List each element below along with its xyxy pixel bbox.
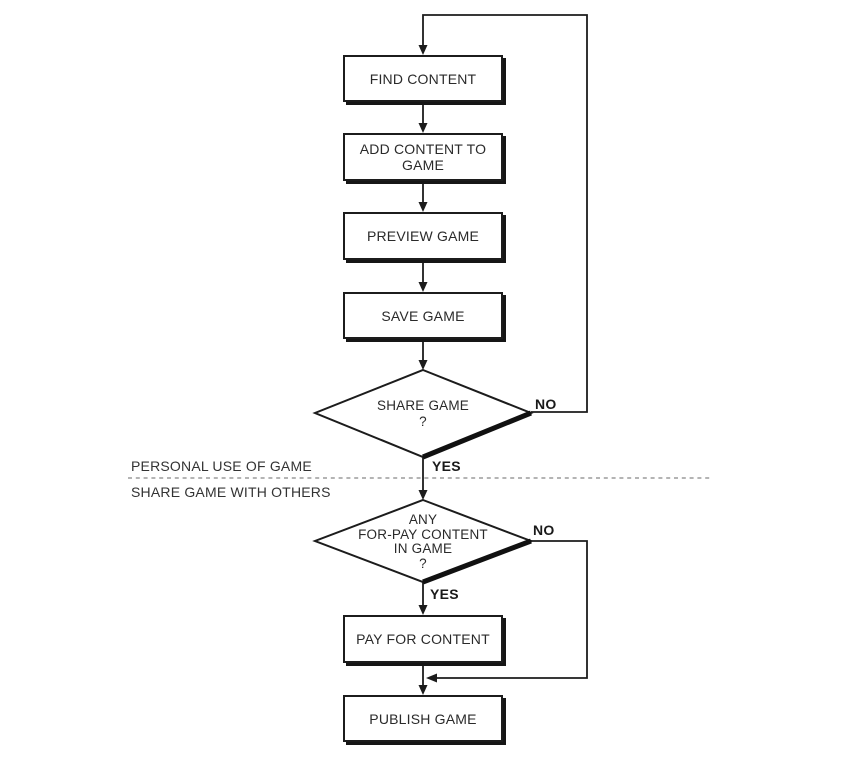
forpay-no-label: NO — [533, 522, 555, 538]
share-decision-diamond-shadow-edge — [422, 410, 532, 460]
node-add-content-to-game: ADD CONTENT TO GAME — [343, 133, 503, 181]
share-decision-line-2: ? — [419, 414, 427, 429]
node-publish-game: PUBLISH GAME — [343, 695, 503, 742]
node-publish-game-label: PUBLISH GAME — [369, 710, 477, 727]
forpay-yes-label: YES — [430, 586, 459, 602]
arrowhead-into-save-game — [418, 282, 428, 292]
node-pay-for-content: PAY FOR CONTENT — [343, 615, 503, 663]
arrowhead-into-add-content — [418, 123, 428, 133]
node-save-game-label: SAVE GAME — [381, 307, 465, 324]
node-add-content-line-2: GAME — [401, 157, 445, 173]
node-preview-game-label: PREVIEW GAME — [366, 228, 480, 244]
arrowhead-into-pay-for-content — [418, 605, 428, 615]
forpay-decision-line-3: IN GAME — [393, 541, 453, 556]
edge-forpay-no — [437, 540, 588, 679]
share-no-label: NO — [535, 396, 557, 412]
forpay-decision-text: ANY FOR-PAY CONTENT IN GAME ? — [315, 502, 531, 582]
divider-below-label: SHARE GAME WITH OTHERS — [131, 484, 331, 500]
share-decision-text: SHARE GAME ? — [315, 372, 531, 456]
arrowhead-into-share-decision — [418, 360, 428, 370]
node-preview-game: PREVIEW GAME — [343, 212, 503, 260]
node-add-content-line-1: ADD CONTENT TO — [359, 141, 487, 157]
arrowhead-into-preview-game — [418, 202, 428, 212]
divider-above-label: PERSONAL USE OF GAME — [131, 458, 312, 474]
arrowhead-into-find-content — [418, 45, 428, 55]
arrowhead-into-forpay-decision — [418, 490, 428, 500]
edge-share-no-loop — [422, 14, 588, 413]
share-yes-label: YES — [432, 458, 461, 474]
forpay-decision-line-1: ANY — [408, 512, 438, 527]
forpay-decision-diamond-shadow-edge — [422, 538, 532, 585]
node-find-content-label: FIND CONTENT — [369, 70, 477, 87]
forpay-decision-line-2: FOR-PAY CONTENT — [358, 526, 488, 542]
node-find-content: FIND CONTENT — [343, 55, 503, 102]
arrowhead-forpay-no-join — [426, 673, 437, 683]
share-decision-line-1: SHARE GAME — [376, 398, 470, 413]
node-save-game: SAVE GAME — [343, 292, 503, 339]
forpay-decision-line-4: ? — [419, 555, 427, 571]
node-pay-for-content-label: PAY FOR CONTENT — [356, 631, 490, 647]
arrowhead-into-publish-game — [418, 685, 428, 695]
